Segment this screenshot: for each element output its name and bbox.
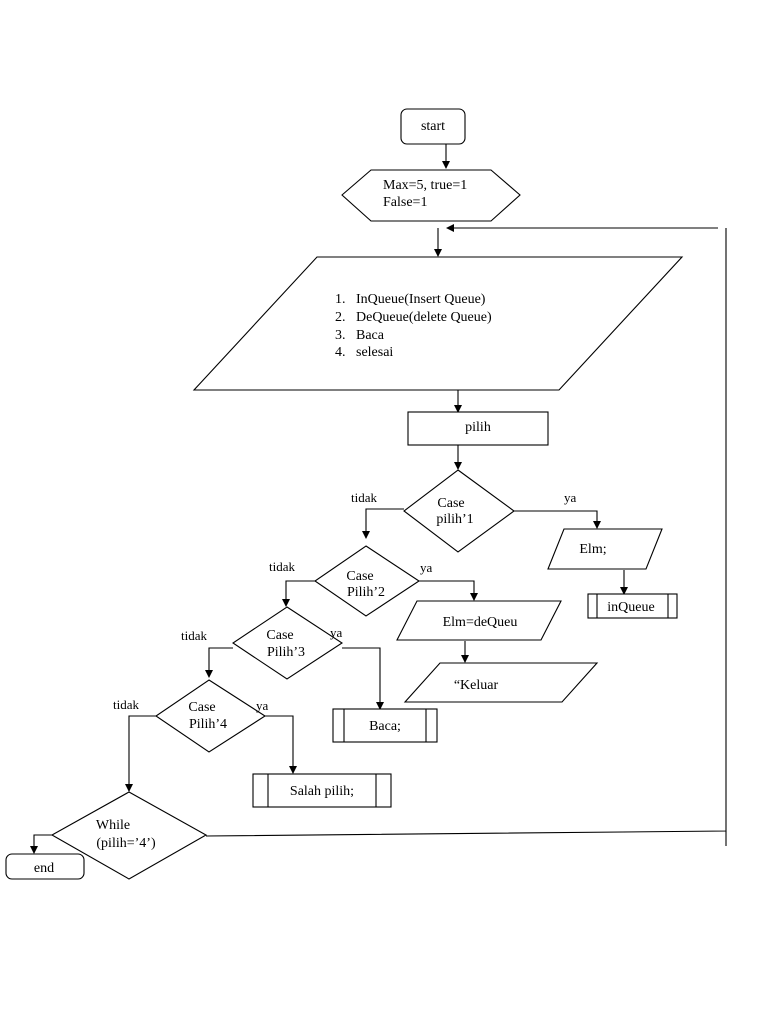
case1-tidak-label: tidak (351, 490, 377, 505)
keluar-label: “Keluar (454, 678, 499, 693)
case2-line1: Case (346, 569, 373, 584)
keluar-io: “Keluar (403, 662, 599, 703)
start-terminal: start (400, 108, 466, 145)
case2-decision: Case Pilih’2 (314, 545, 420, 617)
elm-dequeue-label: Elm=deQueu (443, 615, 518, 630)
arrow-case1-tidak (362, 508, 404, 539)
salah-pilih-subprocess: Salah pilih; (252, 773, 392, 808)
case4-ya-label: ya (256, 698, 269, 713)
menu-item-2-num: 2. (335, 310, 346, 325)
end-terminal: end (5, 853, 85, 880)
arrow-case3-tidak (205, 647, 233, 678)
case4-decision: Case Pilih’4 (155, 679, 267, 753)
menu-item-4-num: 4. (335, 345, 346, 360)
elm-dequeue-io: Elm=deQueu (396, 600, 562, 641)
case1-decision: Case pilih’1 (403, 469, 515, 553)
menu-item-3-text: Baca (356, 328, 385, 343)
init-hexagon: Max=5, true=1 False=1 (341, 169, 521, 222)
init-line2: False=1 (383, 195, 427, 210)
init-line1: Max=5, true=1 (383, 178, 467, 193)
case3-tidak-label: tidak (181, 628, 207, 643)
case1-line1: Case (437, 496, 464, 511)
elm-label: Elm; (579, 542, 606, 557)
case3-line2: Pilih’3 (267, 645, 305, 660)
inqueue-label: inQueue (607, 600, 654, 615)
case3-line1: Case (266, 628, 293, 643)
menu-item-1-num: 1. (335, 292, 346, 307)
menu-parallelogram: 1. InQueue(Insert Queue) 2. DeQueue(dele… (192, 256, 684, 391)
arrow-case4-tidak (125, 715, 157, 792)
case4-line2: Pilih’4 (189, 717, 227, 732)
case4-line1: Case (188, 700, 215, 715)
baca-label: Baca; (369, 719, 401, 734)
case2-line2: Pilih’2 (347, 585, 385, 600)
pilih-process: pilih (407, 411, 549, 446)
pilih-label: pilih (465, 420, 491, 435)
case2-ya-label: ya (420, 560, 433, 575)
arrow-case4-ya (265, 715, 297, 774)
while-line1: While (96, 818, 130, 833)
connectors (30, 144, 727, 854)
start-label: start (421, 119, 445, 134)
case4-tidak-label: tidak (113, 697, 139, 712)
arrow-case2-ya (419, 580, 478, 601)
menu-item-2-text: DeQueue(delete Queue) (356, 310, 492, 325)
end-label: end (34, 861, 54, 876)
case1-line2: pilih’1 (436, 512, 473, 527)
case2-tidak-label: tidak (269, 559, 295, 574)
arrow-case3-ya (342, 647, 384, 710)
case1-ya-label: ya (564, 490, 577, 505)
while-decision: While (pilih=’4’) (50, 791, 208, 880)
menu-item-4-text: selesai (356, 345, 393, 360)
case3-ya-label: ya (330, 625, 343, 640)
while-line2: (pilih=’4’) (96, 836, 156, 851)
salah-pilih-label: Salah pilih; (290, 784, 354, 799)
menu-item-3-num: 3. (335, 328, 346, 343)
arrow-case2-tidak (282, 580, 315, 607)
arrow-while-to-end (30, 834, 52, 854)
arrow-case1-ya (514, 510, 601, 529)
baca-subprocess: Baca; (332, 708, 438, 743)
inqueue-subprocess: inQueue (587, 593, 678, 619)
case3-decision: Case Pilih’3 (232, 606, 344, 680)
menu-item-1-text: InQueue(Insert Queue) (356, 292, 486, 307)
elm-io: Elm; (547, 528, 663, 570)
